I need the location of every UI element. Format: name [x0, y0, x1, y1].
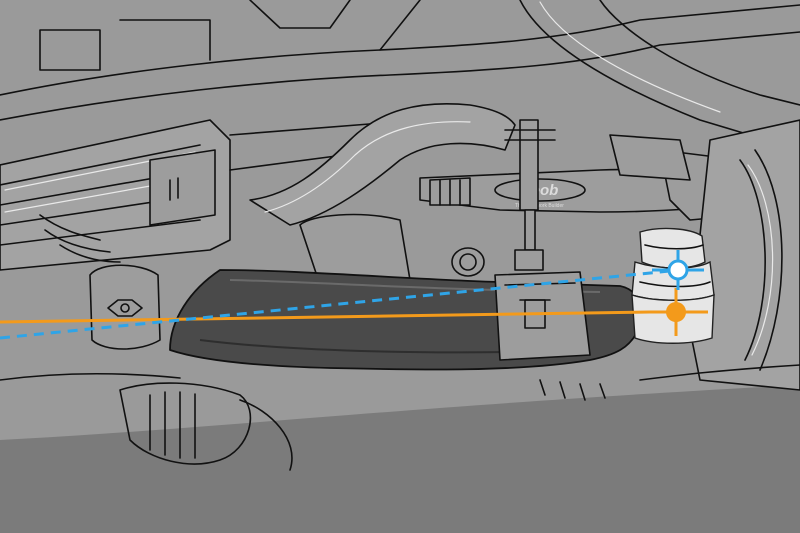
crosshair-marker-icon — [652, 250, 704, 290]
housing — [299, 213, 485, 286]
modified-pivot-marker — [652, 250, 704, 290]
knuckle-rotor — [609, 119, 800, 391]
boot-icon — [631, 227, 715, 344]
brand-tagline: The Bodywork Builder — [515, 203, 564, 209]
ground-shadow — [0, 385, 800, 533]
shock-stud — [504, 119, 556, 271]
modified-geometry-line — [0, 268, 681, 340]
arm-bracket — [494, 271, 591, 361]
body-panel-lines — [0, 0, 800, 151]
lower-components — [0, 364, 800, 471]
crosshair-marker-icon — [650, 288, 708, 336]
original-geometry-line — [0, 310, 651, 324]
original-pivot-marker — [650, 288, 708, 336]
frame-rails — [0, 119, 421, 271]
bolt-icon — [89, 264, 161, 350]
curved-tube — [249, 102, 516, 226]
